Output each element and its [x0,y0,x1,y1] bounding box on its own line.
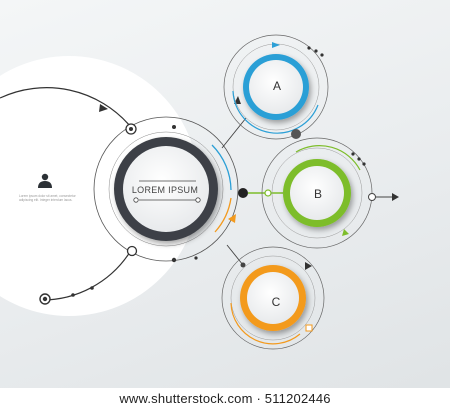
node-a-face [249,60,303,114]
center-dot [133,197,139,203]
arc-dot [71,293,75,297]
watermark-bar [0,388,450,409]
node-b-face [290,166,344,220]
node-a-dot [307,46,311,50]
node-c-square [305,324,313,332]
node-c-arc-orange [230,302,301,345]
background-disc [0,56,199,316]
node-b-out-node [368,193,376,201]
orbit-dot [172,125,176,129]
center-title: LOREM IPSUM [131,185,199,195]
connector-b-node [264,189,272,197]
orbit-node-dot [129,127,133,131]
orbit-node [126,245,138,257]
node-a-label: A [272,79,281,93]
connector-c-dot [240,262,246,268]
outer-arc-left [0,87,131,127]
center-dot [195,197,201,203]
connector-a [221,117,247,149]
side-description-text: Lorem ipsum dolor sit amet, consectetur … [19,194,76,203]
node-b-label: B [313,187,322,201]
orange-arrow [228,214,236,223]
node-a-node [291,129,301,139]
node-a-dot [314,49,318,53]
node-b-orbit-inner [271,147,363,239]
node-c-orbit-inner [230,255,316,341]
node-a-orbit [223,34,329,140]
center-orbit-orange [214,197,232,233]
orbit-dot [171,257,177,263]
center-face [123,146,209,232]
node-b-dot [351,152,355,156]
arc-arrow-head [99,104,108,112]
node-b-dot [357,157,361,161]
center-orbit-blue [211,144,232,191]
orbit-node-black [238,188,248,198]
arc-dot [90,286,94,290]
watermark-text: www.shutterstock.com · 511202446 [119,391,331,406]
node-c-arrow [305,262,312,270]
node-c-label: C [271,295,281,309]
node-b-out-arrow [392,193,399,201]
person-icon [38,173,52,188]
node-c-face [247,272,299,324]
node-b-dot [362,162,366,166]
node-b-green-arrow [342,229,349,236]
node-a-arrow [272,42,280,48]
connector-c [226,244,244,266]
arc-node-dot [42,296,48,302]
node-c-orbit [221,246,325,350]
center-orbit-outer [93,116,239,262]
center-orbit-inner [108,131,224,247]
orbit-dot [194,256,198,260]
node-a-arc-blue [232,90,319,134]
node-a-dot [320,53,324,57]
node-b-arc-green [295,145,361,171]
